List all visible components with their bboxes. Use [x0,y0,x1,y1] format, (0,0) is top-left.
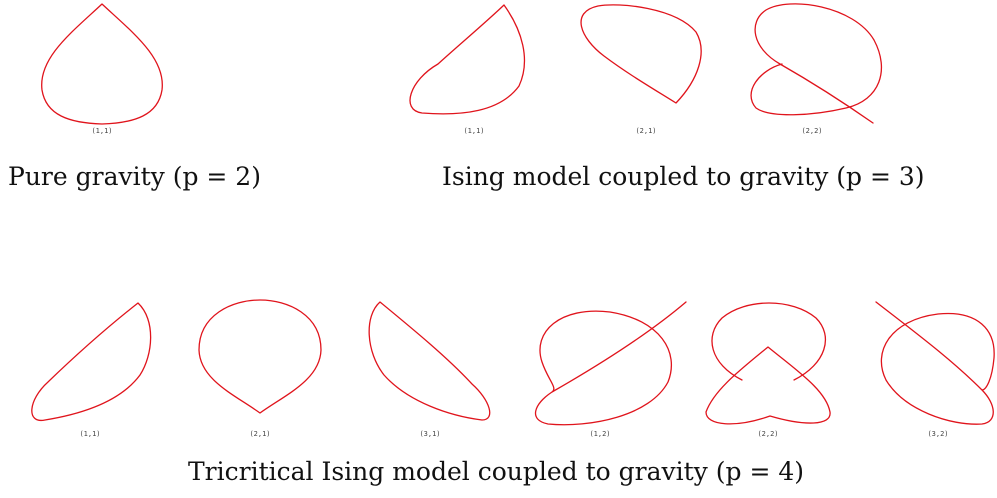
curve-path [750,3,882,124]
curve-path [198,299,322,414]
curve-label: (2,2) [801,127,822,135]
curve-p4-2-1: (2,1) [198,299,322,438]
caption-pure-gravity: Pure gravity (p = 2) [8,162,261,191]
curve-p4-1-1: (1,1) [31,302,152,438]
curve-path [31,302,152,421]
curve-path [41,3,163,125]
curve-p4-3-1: (3,1) [368,301,491,438]
curve-label: (3,2) [927,430,948,438]
curve-label: (1,1) [79,430,100,438]
curve-label: (3,1) [419,430,440,438]
curve-p3-1-1: (1,1) [409,4,526,135]
curve-path [535,301,687,426]
curve-path [705,346,831,425]
curve-path [368,301,491,421]
curve-label: (1,2) [589,430,610,438]
curve-p4-1-2: (1,2) [535,301,687,438]
curve-label: (1,1) [463,127,484,135]
curve-label: (2,2) [757,430,778,438]
curve-p2-1-1: (1,1) [41,3,163,135]
curve-p3-2-2: (2,2) [750,3,882,135]
curve-p4-3-2: (3,2) [875,301,995,438]
curve-path [711,302,826,381]
curve-p3-2-1: (2,1) [580,4,702,135]
curve-label: (2,1) [635,127,656,135]
caption-tricritical-ising: Tricritical Ising model coupled to gravi… [188,457,805,486]
curve-label: (1,1) [91,127,112,135]
curve-path [580,4,702,104]
curve-p4-2-2: (2,2) [705,302,831,438]
curve-path [409,4,526,115]
caption-ising-model: Ising model coupled to gravity (p = 3) [442,162,925,191]
curve-label: (2,1) [249,430,270,438]
curve-path [875,301,995,425]
